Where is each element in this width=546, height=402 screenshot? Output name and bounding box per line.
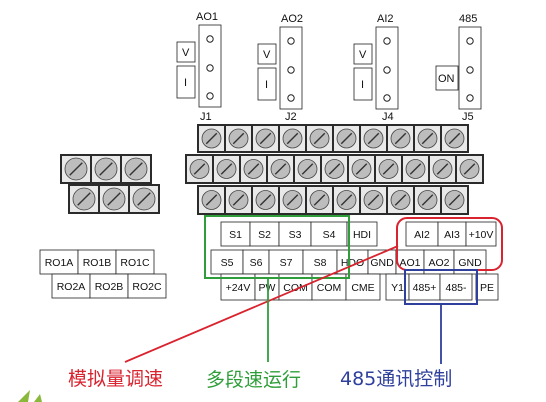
jumper-option: V [359,49,367,61]
jumper-option: ON [438,73,455,85]
jumper-name: J1 [200,111,212,123]
screw-slot [448,132,461,145]
terminal-label: GND [370,257,394,269]
terminal-label: S3 [289,229,302,241]
caption-rs485-control: 485通讯控制 [340,368,452,390]
terminal-label: PE [480,282,494,294]
terminal-label: AO1 [399,257,420,269]
jumper-option: I [361,79,364,91]
terminal-label: +24V [226,282,251,294]
screw-slot [340,132,353,145]
screw-slot [77,192,91,206]
terminal-label: HDO [341,257,364,269]
terminal-label: RO2B [95,281,124,293]
screw-slot [436,163,449,175]
terminal-label: AO2 [428,257,449,269]
terminal-label: S4 [323,229,336,241]
jumper-option: I [184,77,187,89]
jumper-j1: AO1 V I J1 [176,11,222,123]
jumper-option: V [182,47,190,59]
terminal-label: S5 [221,257,234,269]
screw-slot [286,132,299,145]
jumper-title: 485 [459,13,477,25]
jumper-title: AI2 [377,13,394,25]
jumper-j5: 485 ON J5 [435,13,482,123]
screw-slot [274,163,287,175]
screw-slot [313,132,326,145]
terminal-label: HDI [353,229,371,241]
screw-slot [205,194,218,206]
screw-slot [193,163,206,175]
jumper-j2: AO2 V I J2 [257,13,303,123]
screw-slot [463,163,476,175]
terminal-label: RO2C [132,281,162,293]
terminal-label: RO1A [45,257,74,269]
screw-slot [232,194,245,206]
screw-slot [247,163,260,175]
jumper-title: AO1 [196,11,218,23]
terminal-label: RO1C [120,257,150,269]
jumper-name: J5 [462,111,474,123]
terminal-label: Y1 [391,282,404,294]
terminal-label: S2 [258,229,271,241]
screw-slot [107,192,121,206]
screw-terminal-blocks [60,124,484,215]
jumper-option: I [265,79,268,91]
screw-slot [409,163,422,175]
multispeed-highlight-box [204,215,350,279]
screw-slot [259,132,272,145]
screw-slot [421,194,434,206]
screw-slot [367,132,380,145]
terminal-label: RO1B [83,257,112,269]
leaf-icon [18,390,42,402]
terminal-label: RO2A [57,281,86,293]
screw-slot [367,194,380,206]
terminal-label: S8 [314,257,327,269]
terminal-label: COM [283,282,308,294]
terminal-label: S1 [229,229,242,241]
screw-slot [137,192,151,206]
caption-analog-speed: 模拟量调速 [68,368,163,390]
jumper-j4: AI2 V I J4 [353,13,399,123]
screw-slot [129,162,143,176]
terminal-label: COM [317,282,342,294]
terminal-label: GND [458,257,482,269]
screw-slot [394,132,407,145]
terminal-label: S7 [280,257,293,269]
screw-slot [340,194,353,206]
screw-slot [69,162,83,176]
screw-slot [220,163,233,175]
screw-slot [259,194,272,206]
screw-slot [421,132,434,145]
screw-slot [232,132,245,145]
terminal-labels: S1 S2 S3 S4 HDI AI2 AI3 +10V S5 S6 S7 S8… [39,221,499,301]
jumper-title: AO2 [281,13,303,25]
terminal-label: +10V [469,229,494,241]
analog-callout-line [124,245,399,363]
screw-slot [328,163,341,175]
jumper-option: V [263,49,271,61]
screw-slot [382,163,395,175]
screw-slot [448,194,461,206]
screw-slot [205,132,218,145]
screw-slot [286,194,299,206]
jumper-name: J2 [285,111,297,123]
screw-slot [394,194,407,206]
screw-slot [99,162,113,176]
terminal-label: PW [259,282,276,294]
terminal-label: AI2 [414,229,430,241]
jumper-name: J4 [382,111,394,123]
terminal-label: S6 [250,257,263,269]
screw-slot [355,163,368,175]
terminal-label: CME [351,282,374,294]
terminal-label: AI3 [444,229,460,241]
terminal-label: 485- [445,282,467,294]
screw-slot [301,163,314,175]
caption-multi-speed: 多段速运行 [206,369,301,391]
screw-slot [313,194,326,206]
terminal-label: 485+ [413,282,437,294]
